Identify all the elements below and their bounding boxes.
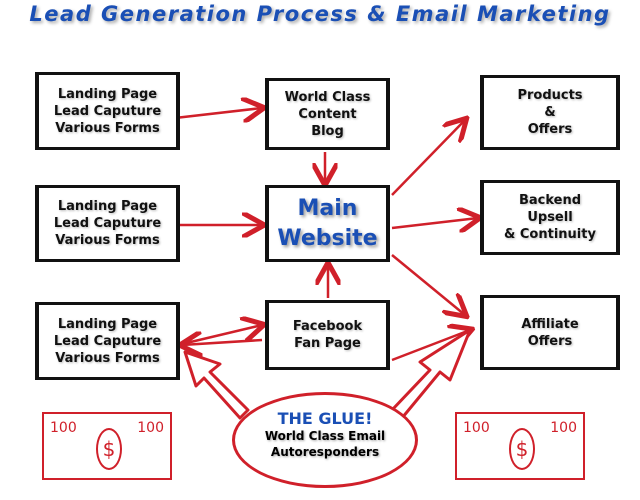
box-text: Products (517, 88, 583, 103)
products-box: Products & Offers (480, 75, 620, 150)
box-text: Lead Caputure (53, 103, 162, 119)
bill-value: 100 (463, 420, 490, 436)
glue-text: World Class Email (264, 429, 386, 443)
arrow-main-backend (391, 218, 478, 228)
box-text: Affiliate (521, 316, 579, 332)
box-text: Blog (311, 123, 344, 139)
box-text: Various Forms (55, 350, 160, 366)
box-text: Offers (527, 333, 573, 349)
box-text: Landing Page (57, 316, 158, 332)
dollar-bill-right: 100 100 $ (455, 412, 585, 480)
box-text: Landing Page (57, 199, 158, 214)
dollar-icon: $ (96, 428, 122, 470)
box-text: Landing Page (57, 86, 158, 102)
diagram-title: Lead Generation Process & Email Marketin… (29, 2, 611, 26)
box-text: Content (298, 106, 357, 122)
box-text: Various Forms (55, 233, 160, 248)
arrow-main-affiliate (391, 254, 465, 315)
glue-text: Autoresponders (270, 445, 380, 459)
arrow-main-products (391, 120, 465, 196)
dollar-bill-left: 100 100 $ (42, 412, 172, 480)
box-text: Main (297, 195, 358, 221)
glue-title: THE GLUE! (277, 409, 373, 428)
big-arrow-glue-landing (183, 350, 250, 420)
box-text: Fan Page (294, 336, 361, 351)
box-text: Website (277, 225, 378, 251)
box-text: Lead Caputure (53, 216, 162, 231)
box-text: Various Forms (55, 120, 160, 136)
box-text: Facebook (292, 319, 363, 334)
glue-ellipse: THE GLUE! World Class Email Autoresponde… (232, 392, 418, 488)
box-text: & (544, 105, 556, 120)
big-arrow-glue-affiliate (390, 328, 472, 420)
bill-value: 100 (550, 420, 577, 436)
dollar-icon: $ (509, 428, 535, 470)
box-text: Upsell (527, 210, 573, 225)
arrow-fb-landing (182, 340, 263, 345)
arrow-landing1-blog (174, 108, 262, 118)
box-text: & Continuity (504, 227, 596, 242)
box-text: Lead Caputure (53, 333, 162, 349)
bill-value: 100 (137, 420, 164, 436)
box-text: Offers (527, 122, 573, 137)
box-text: World Class (284, 89, 371, 105)
arrow-fb-affiliate (391, 330, 470, 362)
box-text: Backend (518, 193, 582, 208)
bill-value: 100 (50, 420, 77, 436)
